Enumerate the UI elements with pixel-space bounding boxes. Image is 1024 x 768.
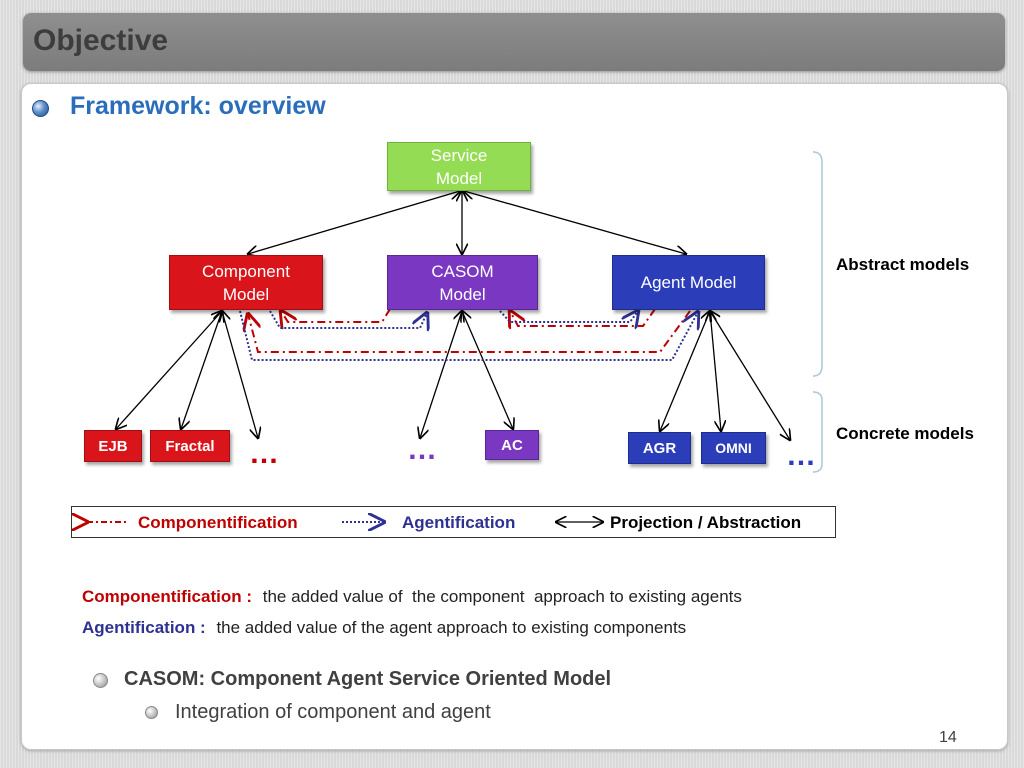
integration-bullet: Integration of component and agent bbox=[175, 701, 491, 723]
component-to-ejb-arrow bbox=[116, 311, 222, 429]
component-to-fractal-arrow bbox=[181, 311, 222, 429]
service-to-agent-arrow bbox=[464, 191, 686, 254]
fractal-box: Fractal bbox=[150, 430, 230, 462]
legend-projection-label: Projection / Abstraction bbox=[610, 513, 802, 532]
component-model-box: Component Model bbox=[169, 255, 323, 310]
agent-model-label: Agent Model bbox=[640, 273, 737, 292]
casom-ellipsis: … bbox=[407, 433, 437, 466]
fractal-label: Fractal bbox=[165, 437, 215, 455]
agent-to-agr-arrow bbox=[660, 311, 710, 431]
component-to-dots-arrow bbox=[222, 311, 258, 438]
service-model-box: Service Model bbox=[387, 142, 531, 191]
casom-model-box: CASOM Model bbox=[387, 255, 538, 310]
abstract-bracket bbox=[812, 151, 823, 377]
agentification-component-to-agent bbox=[239, 311, 698, 361]
title-bar: Objective bbox=[23, 13, 1005, 71]
bullet-icon bbox=[93, 673, 108, 688]
componentification-term: Componentification : bbox=[82, 587, 252, 606]
legend-symbols bbox=[72, 507, 837, 539]
ejb-label: EJB bbox=[98, 437, 128, 455]
agentification-term: Agentification : bbox=[82, 618, 206, 637]
omni-label: OMNI bbox=[715, 439, 752, 456]
agr-label: AGR bbox=[642, 439, 677, 457]
agentification-casom-to-agent bbox=[499, 311, 638, 322]
componentification-definition: Componentification : the added value of … bbox=[82, 587, 742, 607]
concrete-bracket bbox=[812, 391, 823, 473]
agentification-component-to-casom bbox=[269, 311, 427, 328]
legend-box: Componentification Agentification Projec… bbox=[71, 506, 836, 538]
casom-model-label: CASOM Model bbox=[431, 261, 494, 304]
omni-box: OMNI bbox=[701, 432, 766, 464]
component-model-label: Component Model bbox=[202, 261, 290, 304]
concrete-models-label: Concrete models bbox=[836, 424, 974, 443]
bullet-icon bbox=[145, 706, 158, 719]
legend-agentification-label: Agentification bbox=[402, 513, 516, 532]
componentification-agent-to-component bbox=[248, 311, 691, 353]
componentification-text: the added value of the component approac… bbox=[262, 587, 742, 606]
agent-to-dots-arrow bbox=[710, 311, 790, 440]
componentification-casom-to-component bbox=[281, 309, 391, 322]
ac-label: AC bbox=[501, 436, 523, 454]
casom-to-dots-arrow bbox=[420, 311, 462, 438]
service-to-component-arrow bbox=[248, 191, 460, 254]
component-ellipsis: … bbox=[249, 437, 279, 470]
agent-model-box: Agent Model bbox=[612, 255, 765, 310]
section-heading: Framework: overview bbox=[70, 92, 326, 120]
bullet-icon bbox=[32, 100, 49, 117]
agentification-definition: Agentification : the added value of the … bbox=[82, 618, 686, 638]
agr-box: AGR bbox=[628, 432, 691, 464]
agentification-text: the added value of the agent approach to… bbox=[216, 618, 687, 637]
legend-componentification-label: Componentification bbox=[138, 513, 298, 532]
casom-bullet: CASOM: Component Agent Service Oriented … bbox=[124, 668, 612, 690]
service-model-label: Service Model bbox=[430, 145, 488, 188]
page-number: 14 bbox=[939, 729, 957, 746]
agent-to-omni-arrow bbox=[710, 311, 721, 431]
casom-to-ac-arrow bbox=[462, 311, 513, 429]
abstract-models-label: Abstract models bbox=[836, 255, 970, 274]
slide-title: Objective bbox=[33, 24, 169, 57]
ac-box: AC bbox=[485, 430, 539, 460]
agent-ellipsis: … bbox=[786, 439, 816, 472]
ejb-box: EJB bbox=[84, 430, 142, 462]
